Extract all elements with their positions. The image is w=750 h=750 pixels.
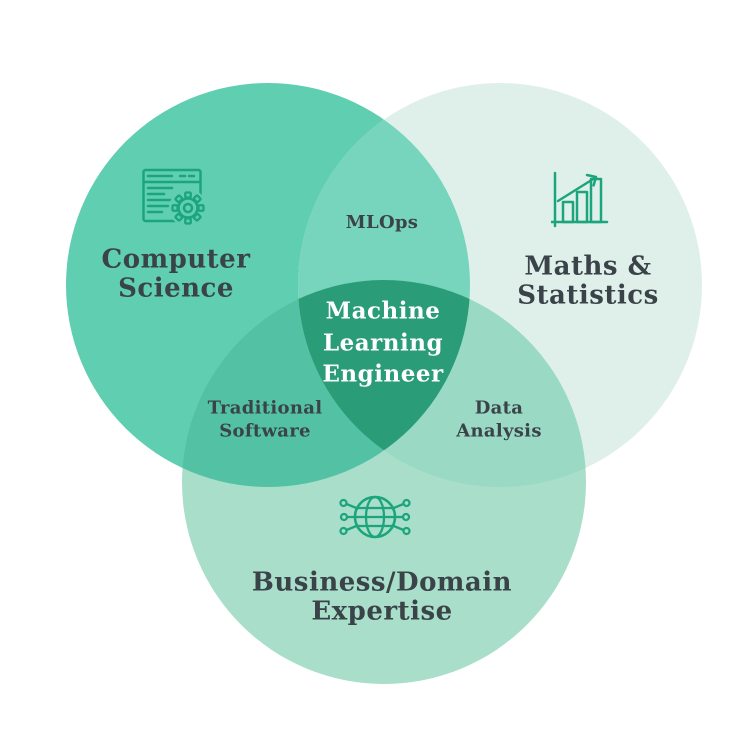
gear-icon [171, 191, 205, 225]
machine-learning-engineer-label: Machine Learning Engineer [322, 297, 444, 388]
mlops-overlap-label: MLOps [345, 211, 419, 233]
network-globe-icon [339, 495, 411, 539]
maths-statistics-label: Maths & Statistics [517, 251, 659, 310]
globe [353, 495, 397, 539]
traditional-software-overlap-label: Traditional Software [207, 397, 323, 442]
bar-chart-growth-icon [551, 171, 609, 228]
network-nodes [339, 498, 411, 536]
gear-backing [169, 189, 207, 227]
business-domain-label: Business/Domain Expertise [251, 567, 513, 626]
growth-arrow [556, 173, 598, 203]
code-window [142, 168, 202, 223]
code-window-gear-icon [142, 168, 207, 227]
computer-science-label: Computer Science [101, 244, 251, 303]
data-analysis-overlap-label: Data Analysis [456, 397, 542, 442]
